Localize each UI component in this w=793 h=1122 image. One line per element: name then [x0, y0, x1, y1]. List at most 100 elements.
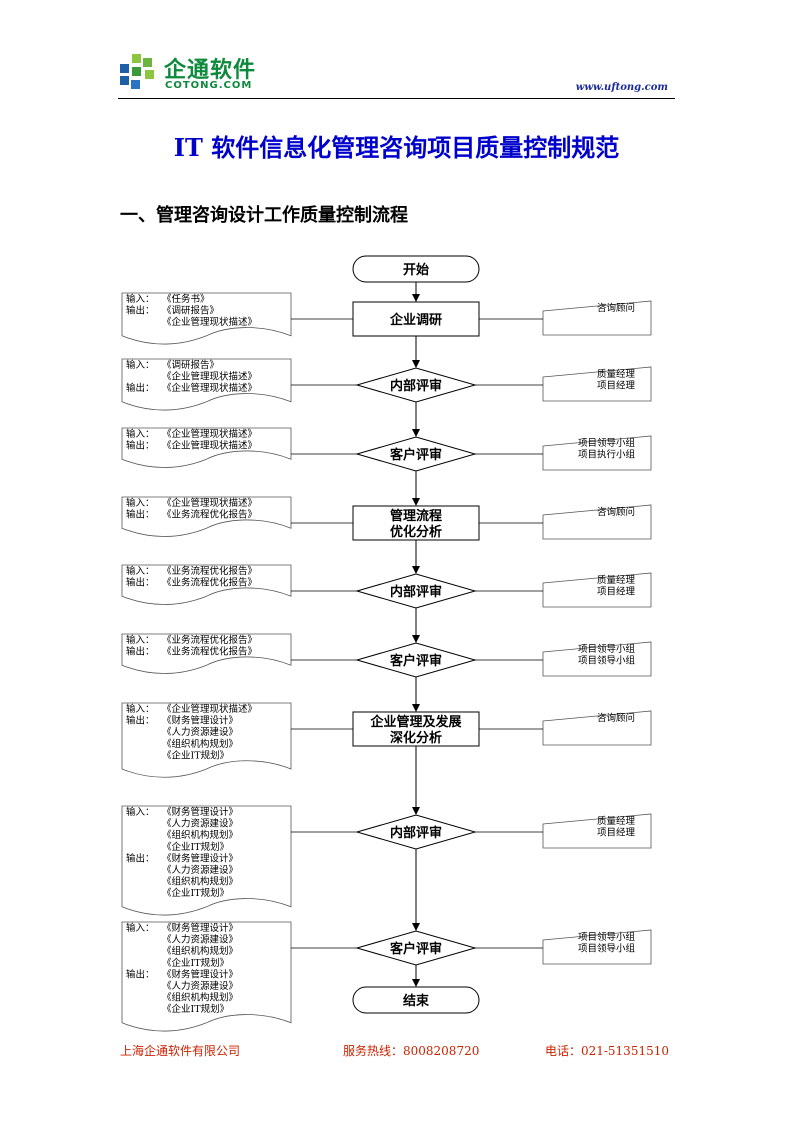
flow-step-label: 结束	[403, 993, 430, 1009]
responsible-role-shape	[542, 435, 652, 471]
io-label: 输入：	[126, 359, 155, 371]
responsible-role-shape	[542, 504, 652, 540]
flow-step-9: 内部评审输入：《财务管理设计》《人力资源建设》《组织机构规划》《企业IT规划》输…	[121, 805, 652, 916]
io-document-shape	[121, 427, 292, 468]
io-document-shape	[121, 564, 292, 605]
io-label: 输入：	[126, 293, 155, 305]
io-label: 输入：	[126, 922, 155, 934]
io-document-shape	[121, 921, 292, 1032]
responsible-role: 咨询顾问	[597, 302, 635, 314]
io-document-name: 《财务管理设计》	[162, 715, 238, 727]
io-document-name: 《组织机构规划》	[162, 738, 238, 750]
responsible-role: 质量经理	[597, 574, 636, 586]
io-document-shape	[121, 702, 292, 778]
io-label: 输出：	[126, 577, 155, 589]
io-document-name: 《企业管理现状描述》	[162, 440, 257, 452]
io-document-name: 《业务流程优化报告》	[162, 646, 257, 658]
io-document-name: 《组织机构规划》	[162, 829, 238, 841]
io-document-name: 《组织机构规划》	[162, 992, 238, 1004]
io-document-name: 《企业IT规划》	[162, 841, 229, 853]
flow-step-label: 客户评审	[390, 941, 442, 957]
io-document-shape	[121, 633, 292, 674]
io-document-name: 《企业IT规划》	[162, 887, 229, 899]
responsible-role: 质量经理	[597, 815, 636, 827]
process-node	[352, 505, 480, 541]
io-label: 输入：	[126, 428, 155, 440]
responsible-role: 质量经理	[597, 368, 636, 380]
io-document-name: 《企业管理现状描述》	[162, 371, 257, 383]
io-document-name: 《财务管理设计》	[162, 922, 238, 934]
io-label: 输入：	[126, 497, 155, 509]
flow-step-label: 开始	[403, 262, 429, 278]
flow-step-label: 内部评审	[390, 825, 442, 841]
io-document-name: 《财务管理设计》	[162, 968, 238, 980]
responsible-role-shape	[542, 929, 652, 965]
responsible-role-shape	[542, 300, 652, 336]
flow-step-label: 管理流程	[390, 508, 442, 524]
io-label: 输出：	[126, 440, 155, 452]
io-label: 输入：	[126, 806, 155, 818]
responsible-role-shape	[542, 572, 652, 608]
io-document-name: 《人力资源建设》	[162, 934, 238, 946]
io-document-name: 《业务流程优化报告》	[162, 577, 257, 589]
responsible-role: 项目领导小组	[578, 931, 636, 943]
responsible-role-shape	[542, 641, 652, 677]
io-document-name: 《组织机构规划》	[162, 876, 238, 888]
io-document-name: 《企业管理现状描述》	[162, 497, 257, 509]
flow-step-label: 优化分析	[390, 524, 442, 540]
io-document-name: 《人力资源建设》	[162, 818, 238, 830]
flow-step-label: 内部评审	[390, 378, 442, 394]
io-document-shape	[121, 292, 292, 345]
logo-text-en: COTONG.COM	[165, 80, 253, 91]
flow-step-label: 深化分析	[390, 730, 442, 746]
responsible-role-shape	[542, 813, 652, 849]
io-document-name: 《企业IT规划》	[162, 957, 229, 969]
terminal-node	[352, 986, 480, 1014]
io-document-name: 《业务流程优化报告》	[162, 509, 257, 521]
io-label: 输出：	[126, 305, 155, 317]
io-label: 输出：	[126, 382, 155, 394]
document-title: IT 软件信息化管理咨询项目质量控制规范	[173, 133, 620, 162]
responsible-role: 项目经理	[597, 380, 636, 392]
io-document-name: 《人力资源建设》	[162, 980, 238, 992]
flow-step-4: 客户评审输入：《企业管理现状描述》输出：《企业管理现状描述》项目领导小组项目执行…	[121, 427, 652, 472]
io-label: 输入：	[126, 703, 155, 715]
io-document-name: 《企业管理现状描述》	[162, 428, 257, 440]
section-heading: 一、管理咨询设计工作质量控制流程	[120, 205, 408, 226]
flow-step-label: 企业调研	[389, 312, 442, 328]
responsible-role: 项目执行小组	[578, 449, 636, 461]
footer-hotline: 服务热线：8008208720	[343, 1044, 480, 1058]
footer-company: 上海企通软件有限公司	[120, 1044, 241, 1058]
responsible-role: 项目经理	[597, 586, 636, 598]
site-url[interactable]: www.uftong.com	[575, 82, 668, 93]
io-document-name: 《财务管理设计》	[162, 852, 238, 864]
io-document-shape	[121, 496, 292, 537]
io-document-shape	[121, 358, 292, 411]
io-document-name: 《企业管理现状描述》	[162, 703, 257, 715]
io-document-name: 《业务流程优化报告》	[162, 565, 257, 577]
io-document-name: 《企业管理现状描述》	[162, 316, 257, 328]
io-label: 输入：	[126, 565, 155, 577]
flow-step-label: 客户评审	[390, 447, 442, 463]
io-document-name: 《财务管理设计》	[162, 806, 238, 818]
responsible-role: 项目领导小组	[578, 655, 636, 667]
logo-mark-icon	[120, 54, 154, 89]
flow-step-3: 内部评审输入：《调研报告》《企业管理现状描述》输出：《企业管理现状描述》质量经理…	[121, 358, 652, 411]
flow-step-7: 客户评审输入：《业务流程优化报告》输出：《业务流程优化报告》项目领导小组项目领导…	[121, 633, 652, 678]
footer-phone: 电话：021-51351510	[544, 1044, 669, 1058]
process-node	[352, 301, 480, 337]
io-label: 输出：	[126, 509, 155, 521]
responsible-role: 项目领导小组	[578, 437, 636, 449]
io-label: 输出：	[126, 852, 155, 864]
io-document-name: 《调研报告》	[162, 359, 219, 371]
flow-step-label: 企业管理及发展	[369, 714, 462, 730]
header-divider	[118, 98, 675, 99]
io-document-name: 《业务流程优化报告》	[162, 634, 257, 646]
terminal-node	[352, 255, 480, 283]
io-document-name: 《人力资源建设》	[162, 726, 238, 738]
io-document-name: 《企业IT规划》	[162, 1003, 229, 1015]
